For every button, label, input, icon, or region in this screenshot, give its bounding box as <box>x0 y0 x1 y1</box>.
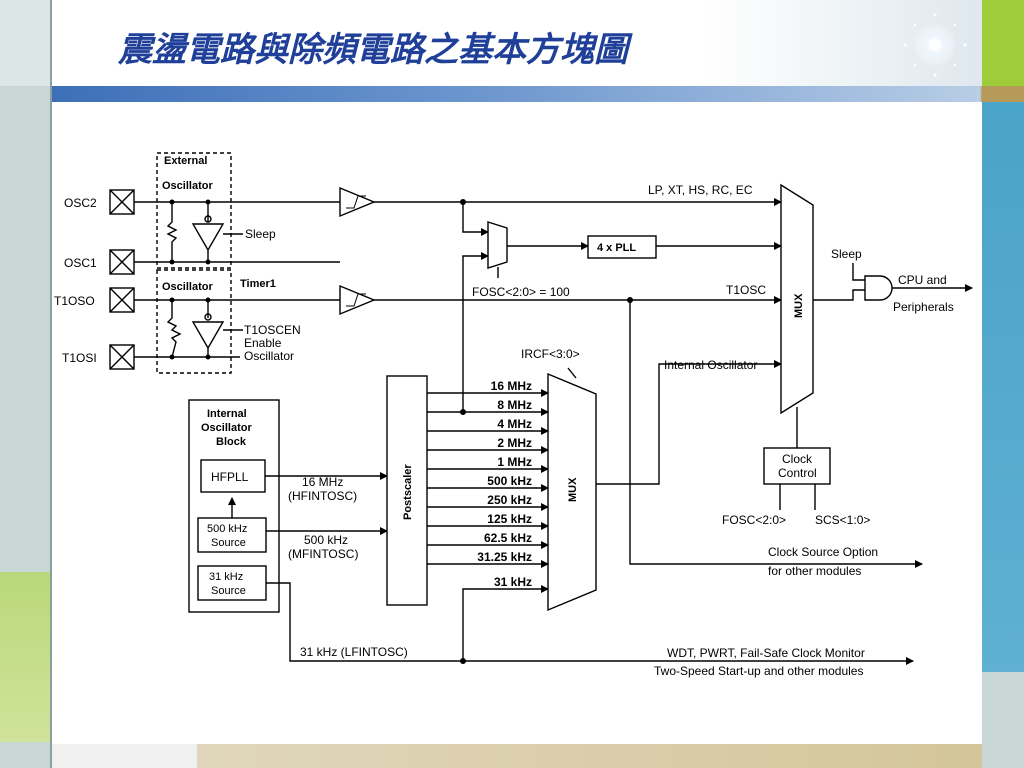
cso-label-2: for other modules <box>768 564 861 578</box>
schmitt-buffer-icon <box>339 284 376 316</box>
header-background <box>52 0 982 86</box>
external-oscillator-box <box>156 152 232 269</box>
bottom-band <box>52 744 982 768</box>
pin-t1osi-icon <box>109 344 135 370</box>
internal-osc-label: Internal Oscillator <box>664 358 757 372</box>
cpu-label-1: CPU and <box>898 273 947 287</box>
main-mux-label: MUX <box>793 293 805 318</box>
left-frame <box>0 102 52 768</box>
pin-label-t1oso: T1OSO <box>54 294 95 308</box>
slide-title: 震盪電路與除頻電路之基本方塊圖 <box>118 30 628 70</box>
freq-label-1: 8 MHz <box>497 398 532 412</box>
cc-scs-label: SCS<1:0> <box>815 513 870 527</box>
pin-label-t1osi: T1OSI <box>62 351 97 365</box>
t1osc-label: T1OSC <box>726 283 766 297</box>
left-divider <box>50 0 52 768</box>
clock-control-label-1: Clock <box>782 452 813 466</box>
src31-label-1: 31 kHz <box>209 571 243 583</box>
mf-signal-label-2: (MFINTOSC) <box>288 547 358 561</box>
freq-label-2: 4 MHz <box>497 417 532 431</box>
irc-mux <box>547 372 597 612</box>
timer1-oscillator-box <box>156 269 232 374</box>
timer1-label: Timer1 <box>240 278 276 290</box>
ext-osc-label-2: Oscillator <box>162 180 213 192</box>
inverter-icon <box>191 223 225 252</box>
and-gate-icon <box>864 275 893 301</box>
cso-label-1: Clock Source Option <box>768 545 878 559</box>
pll-block <box>587 235 657 259</box>
schmitt-buffer-icon <box>339 186 376 218</box>
right-frame-green <box>982 0 1024 86</box>
sparkle-icon <box>903 13 967 77</box>
postscaler-label: Postscaler <box>402 464 414 520</box>
wdt-label-2: Two-Speed Start-up and other modules <box>654 664 863 678</box>
lf-signal-label: 31 kHz (LFINTOSC) <box>300 645 408 659</box>
cpu-label-2: Peripherals <box>893 300 954 314</box>
src500-label-2: Source <box>211 537 246 549</box>
freq-label-7: 125 kHz <box>487 512 532 526</box>
ext-osc-label-1: External <box>164 155 207 167</box>
freq-label-3: 2 MHz <box>497 436 532 450</box>
header-band <box>0 86 1024 102</box>
t1oscen-label-2: Enable <box>244 336 282 350</box>
pll-label: 4 x PLL <box>597 242 636 254</box>
freq-label-0: 16 MHz <box>491 379 532 393</box>
freq-label-4: 1 MHz <box>497 455 532 469</box>
internal-block-label-2: Oscillator <box>201 422 252 434</box>
internal-oscillator-block <box>188 399 280 613</box>
freq-label-10: 31 kHz <box>494 575 532 589</box>
cc-fosc-label: FOSC<2:0> <box>722 513 786 527</box>
hf-signal-label-2: (HFINTOSC) <box>288 489 357 503</box>
mf-signal-label-1: 500 kHz <box>304 533 348 547</box>
ircf-label: IRCF<3:0> <box>521 347 580 361</box>
fosc-pll-label: FOSC<2:0> = 100 <box>472 285 570 299</box>
clock-control-label-2: Control <box>778 466 817 480</box>
right-frame <box>982 102 1024 768</box>
gate-sleep-label: Sleep <box>831 247 862 261</box>
freq-label-8: 62.5 kHz <box>484 531 532 545</box>
pin-label-osc1: OSC1 <box>64 256 97 270</box>
hfpll-label: HFPLL <box>211 470 249 484</box>
src500-label-1: 500 kHz <box>207 523 247 535</box>
wdt-label-1: WDT, PWRT, Fail-Safe Clock Monitor <box>667 646 865 660</box>
pin-t1oso-icon <box>109 287 135 313</box>
pin-label-osc2: OSC2 <box>64 196 97 210</box>
freq-label-6: 250 kHz <box>487 493 532 507</box>
main-mux <box>780 183 814 415</box>
internal-block-label-1: Internal <box>207 408 247 420</box>
irc-mux-label: MUX <box>567 477 579 502</box>
hf-signal-label-1: 16 MHz <box>302 475 343 489</box>
sleep-label: Sleep <box>245 227 276 241</box>
src31-label-2: Source <box>211 585 246 597</box>
postscaler-block <box>386 375 428 606</box>
pll-mux-icon <box>487 221 508 269</box>
t1oscen-label-3: Oscillator <box>244 349 294 363</box>
inverter-icon <box>191 321 225 350</box>
pin-osc2-icon <box>109 189 135 215</box>
freq-label-9: 31.25 kHz <box>477 550 532 564</box>
pin-osc1-icon <box>109 249 135 275</box>
lp-xt-label: LP, XT, HS, RC, EC <box>648 183 753 197</box>
t1oscen-label-1: T1OSCEN <box>244 323 301 337</box>
internal-block-label-3: Block <box>216 436 247 448</box>
left-frame-top <box>0 0 52 88</box>
freq-label-5: 500 kHz <box>487 474 532 488</box>
timer-osc-label: Oscillator <box>162 281 213 293</box>
